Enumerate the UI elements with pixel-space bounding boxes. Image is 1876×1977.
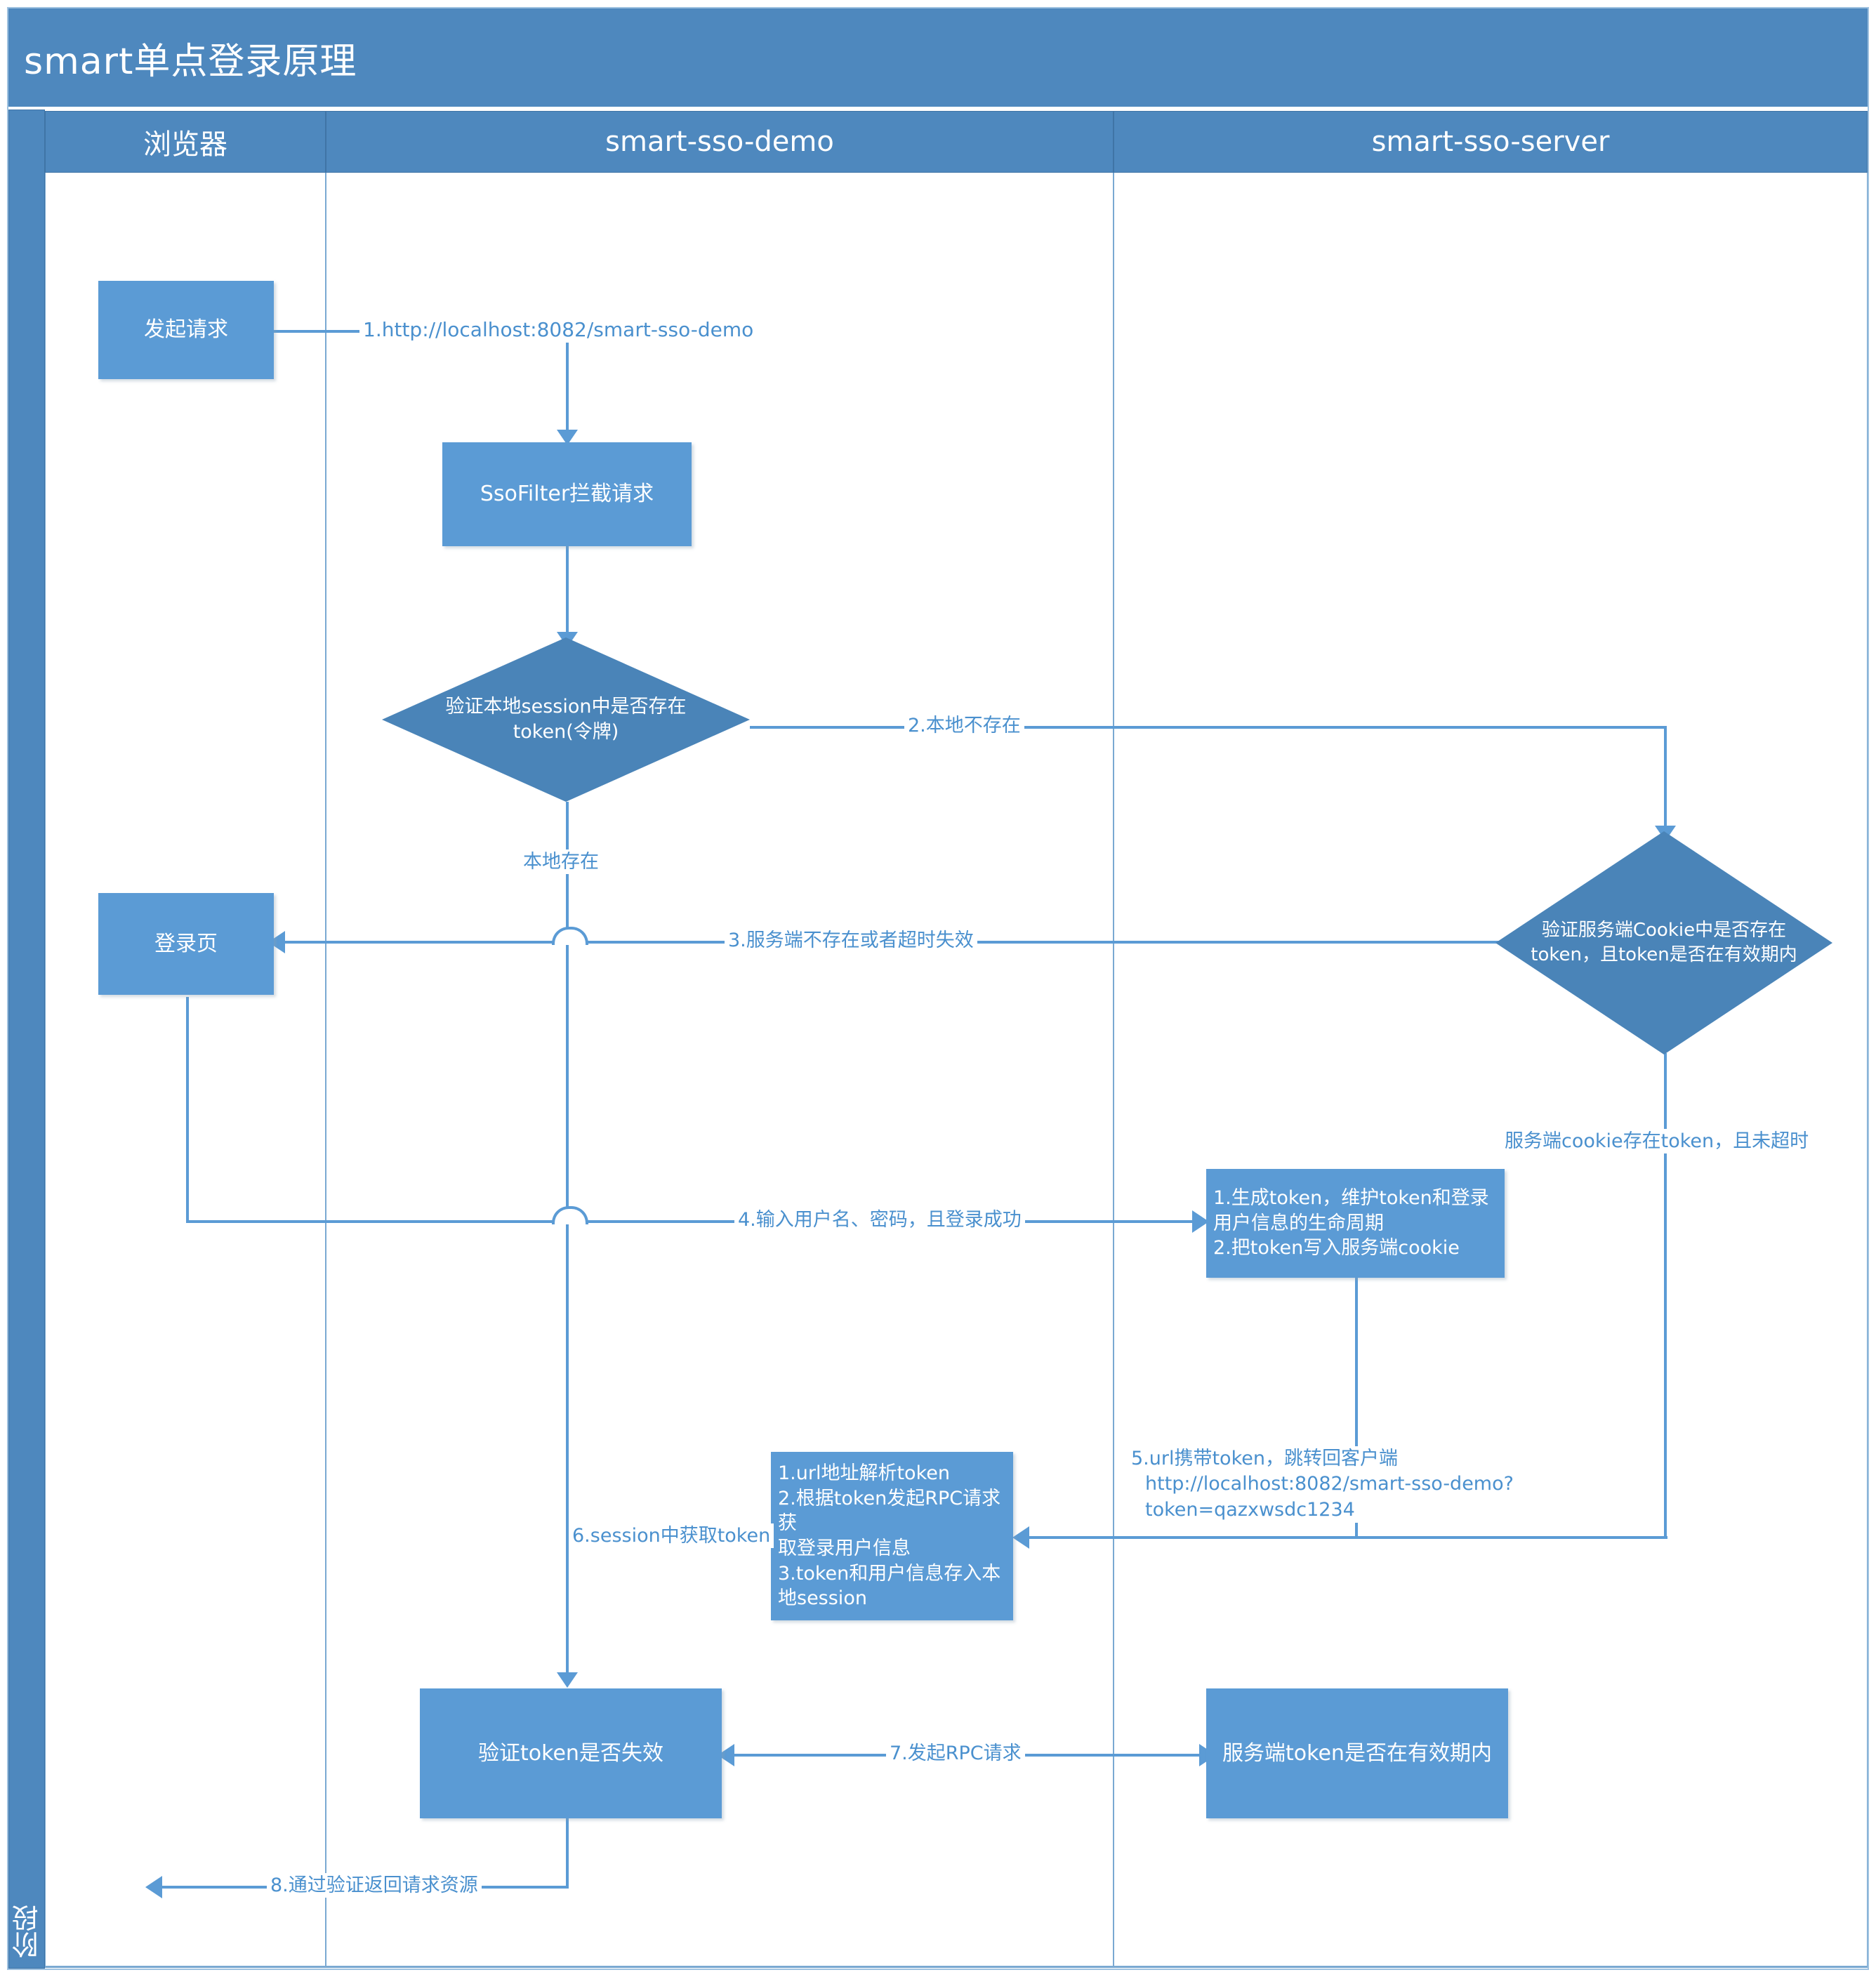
- node-parse-token-label: 1.url地址解析token 2.根据token发起RPC请求获 取登录用户信息…: [778, 1462, 1001, 1610]
- edge-1-arrowhead: [557, 430, 578, 445]
- edge-cookie-ok-v: [1664, 1053, 1667, 1538]
- edge-label-7: 7.发起RPC请求: [886, 1741, 1025, 1766]
- node-login-page[interactable]: 登录页: [98, 893, 274, 995]
- edge-label-8: 8.通过验证返回请求资源: [267, 1873, 482, 1898]
- phase-band-label: 阶段: [11, 1905, 43, 1958]
- edge-8-segment-v: [566, 1811, 569, 1889]
- lane-label-server: smart-sso-server: [1371, 126, 1610, 158]
- phase-band: 阶段: [8, 110, 45, 1969]
- edge-filter-to-decision: [566, 546, 569, 637]
- node-check-local-session[interactable]: 验证本地session中是否存在 token(令牌): [382, 637, 750, 802]
- edge-gen-token-down: [1355, 1276, 1358, 1538]
- edge-8-arrowhead: [145, 1876, 162, 1898]
- node-parse-token[interactable]: 1.url地址解析token 2.根据token发起RPC请求获 取登录用户信息…: [771, 1452, 1013, 1620]
- lane-label-demo: smart-sso-demo: [605, 126, 834, 158]
- node-check-server-cookie-label: 验证服务端Cookie中是否存在 token，且token是否在有效期内: [1531, 920, 1797, 965]
- edge-label-6: 6.session中获取token: [569, 1523, 774, 1549]
- edge-5-arrowhead: [1012, 1526, 1029, 1549]
- node-server-token-valid[interactable]: 服务端token是否在有效期内: [1206, 1688, 1508, 1818]
- edge-label-4: 4.输入用户名、密码，且登录成功: [734, 1208, 1025, 1233]
- edge-label-local-exists: 本地存在: [520, 849, 602, 875]
- lane-label-browser: 浏览器: [143, 128, 227, 161]
- pool-outline: [7, 7, 1869, 1970]
- edge-5-line: [1025, 1536, 1667, 1539]
- node-check-server-cookie[interactable]: 验证服务端Cookie中是否存在 token，且token是否在有效期内: [1495, 831, 1832, 1054]
- lane-header-server: smart-sso-server: [1114, 111, 1868, 173]
- edge-label-2: 2.本地不存在: [904, 713, 1024, 739]
- edge-label-5-wrap: 5.url携带token，跳转回客户端 http://localhost:808…: [1128, 1446, 1654, 1523]
- page-title: smart单点登录原理: [24, 40, 357, 83]
- node-verify-token-invalid[interactable]: 验证token是否失效: [420, 1688, 722, 1818]
- node-login-page-label: 登录页: [154, 931, 218, 956]
- node-generate-token[interactable]: 1.生成token，维护token和登录 用户信息的生命周期 2.把token写…: [1206, 1169, 1505, 1278]
- edge-4-segment-h: [186, 1220, 1208, 1223]
- node-start-request[interactable]: 发起请求: [98, 281, 274, 379]
- node-sso-filter[interactable]: SsoFilter拦截请求: [442, 442, 692, 546]
- edge-local-exists-arrowhead: [557, 1672, 578, 1688]
- lane-body-browser: [45, 173, 326, 1967]
- pool-bottom-rule: [45, 1966, 1868, 1968]
- edge-local-exists-spine: [566, 802, 569, 1679]
- lane-header-browser: 浏览器: [45, 111, 326, 173]
- edge-label-3: 3.服务端不存在或者超时失效: [725, 928, 977, 953]
- node-verify-token-invalid-label: 验证token是否失效: [478, 1740, 663, 1766]
- edge-2-segment-v: [1664, 726, 1667, 831]
- node-check-local-session-label: 验证本地session中是否存在 token(令牌): [445, 695, 687, 743]
- edge-label-cookie-ok: 服务端cookie存在token，且未超时: [1501, 1129, 1813, 1154]
- edge-4-segment-v: [186, 997, 189, 1222]
- edge-1-segment-v: [566, 330, 569, 435]
- edge-2-segment-h: [750, 726, 1667, 729]
- lane-body-server: [1114, 173, 1868, 1967]
- edge-label-5-line1: 5.url携带token，跳转回客户端: [1131, 1448, 1398, 1469]
- node-generate-token-label: 1.生成token，维护token和登录 用户信息的生命周期 2.把token写…: [1213, 1187, 1489, 1259]
- lane-header-demo: smart-sso-demo: [326, 111, 1114, 173]
- node-start-request-label: 发起请求: [144, 317, 228, 343]
- node-sso-filter-label: SsoFilter拦截请求: [480, 482, 654, 507]
- edge-label-5-line2: http://localhost:8082/smart-sso-demo?tok…: [1145, 1473, 1514, 1521]
- edge-label-1: 1.http://localhost:8082/smart-sso-demo: [359, 317, 758, 343]
- diagram-title-band: smart单点登录原理: [8, 8, 1868, 107]
- node-server-token-valid-label: 服务端token是否在有效期内: [1222, 1740, 1492, 1766]
